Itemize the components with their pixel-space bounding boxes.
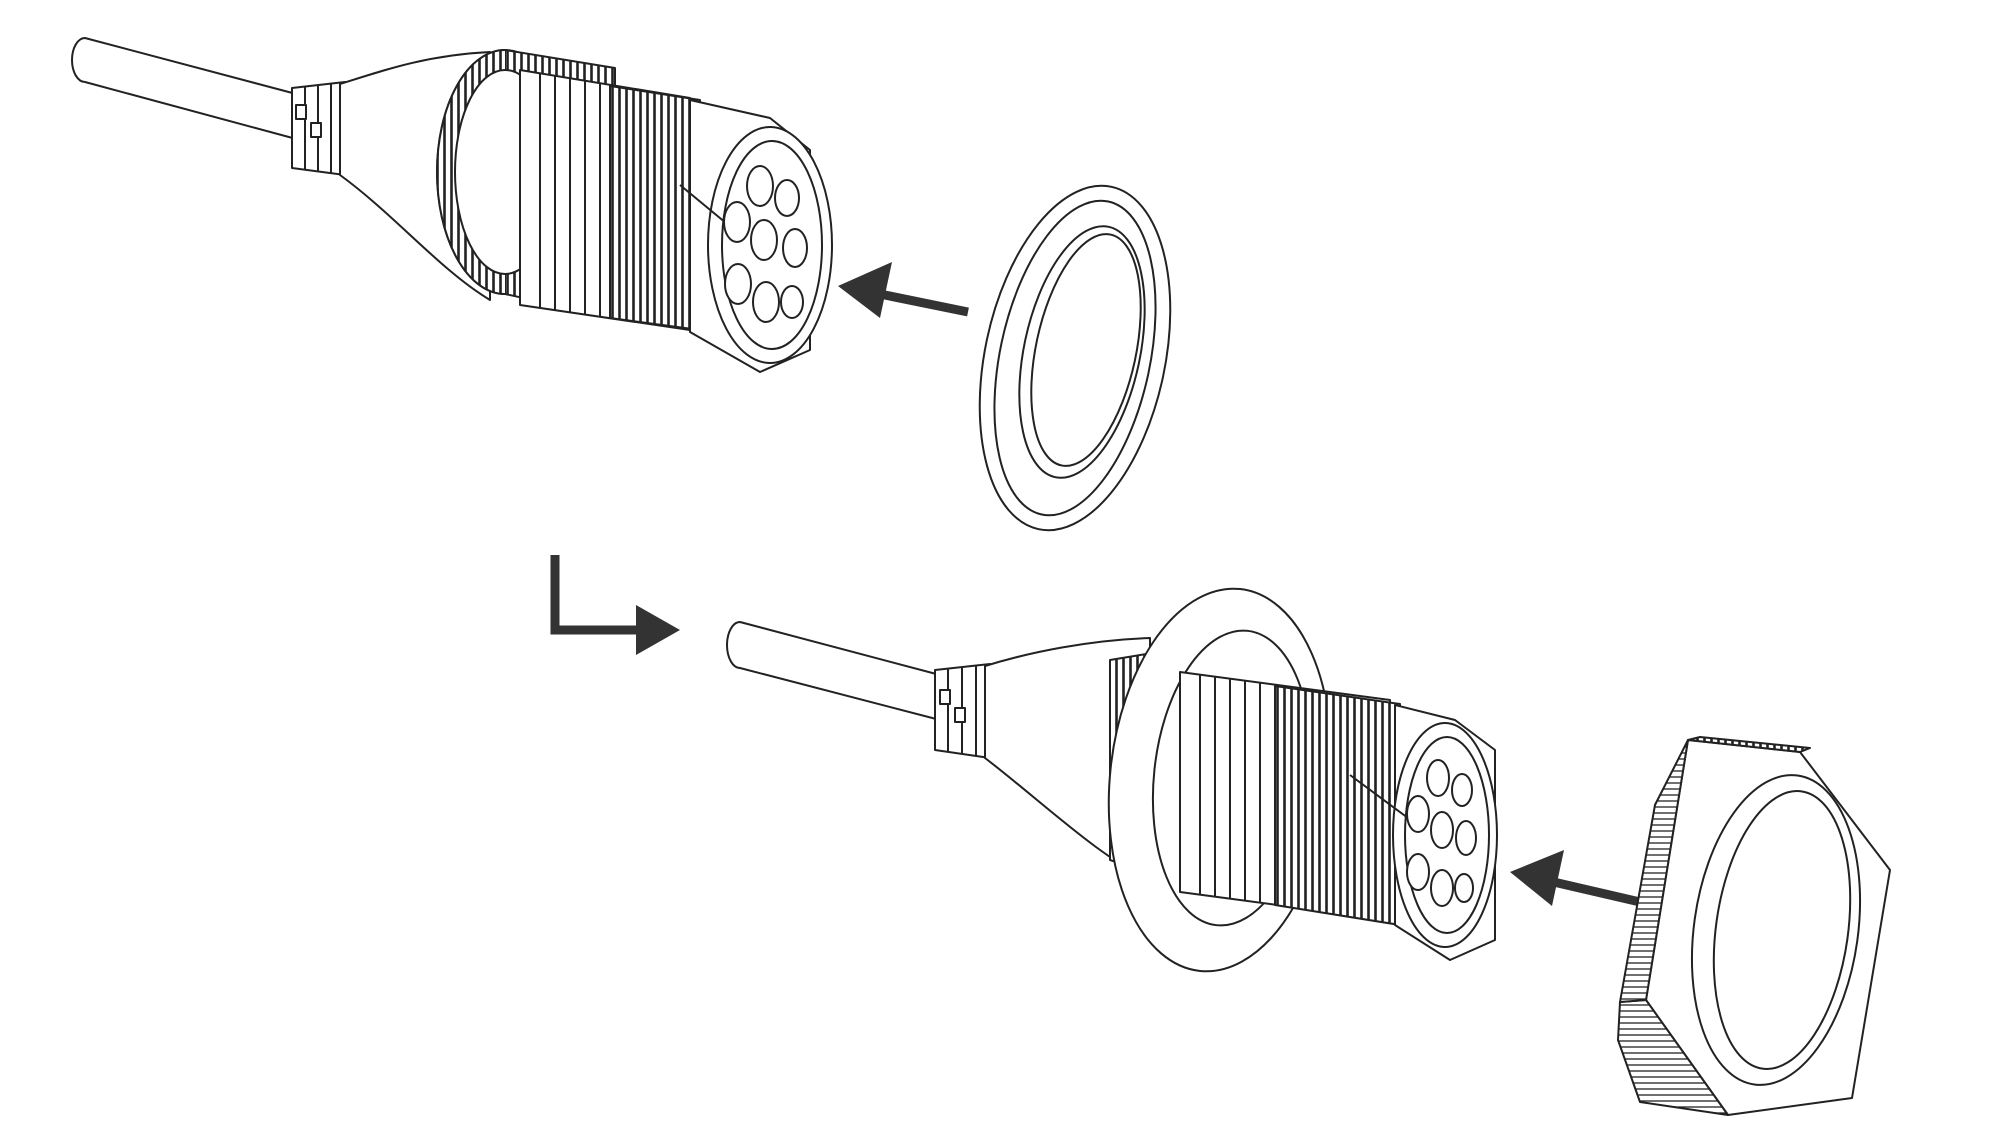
connector-bottom <box>726 587 1498 973</box>
pin-sockets-bottom <box>1406 759 1477 907</box>
seal-ring <box>978 184 1172 532</box>
threaded-body-bottom <box>1179 671 1401 926</box>
turn-right-arrow-icon <box>550 555 680 655</box>
connector-face-bottom <box>1349 704 1498 961</box>
threaded-body-top <box>519 69 701 331</box>
cable-top <box>71 37 301 141</box>
left-arrow-icon <box>838 262 969 318</box>
pin-sockets-top <box>723 165 808 323</box>
cable-bottom <box>726 621 941 721</box>
left-arrow-icon <box>1510 850 1642 907</box>
connector-top <box>71 37 833 373</box>
connector-face-top <box>679 99 833 373</box>
hex-nut <box>1617 736 1891 1116</box>
